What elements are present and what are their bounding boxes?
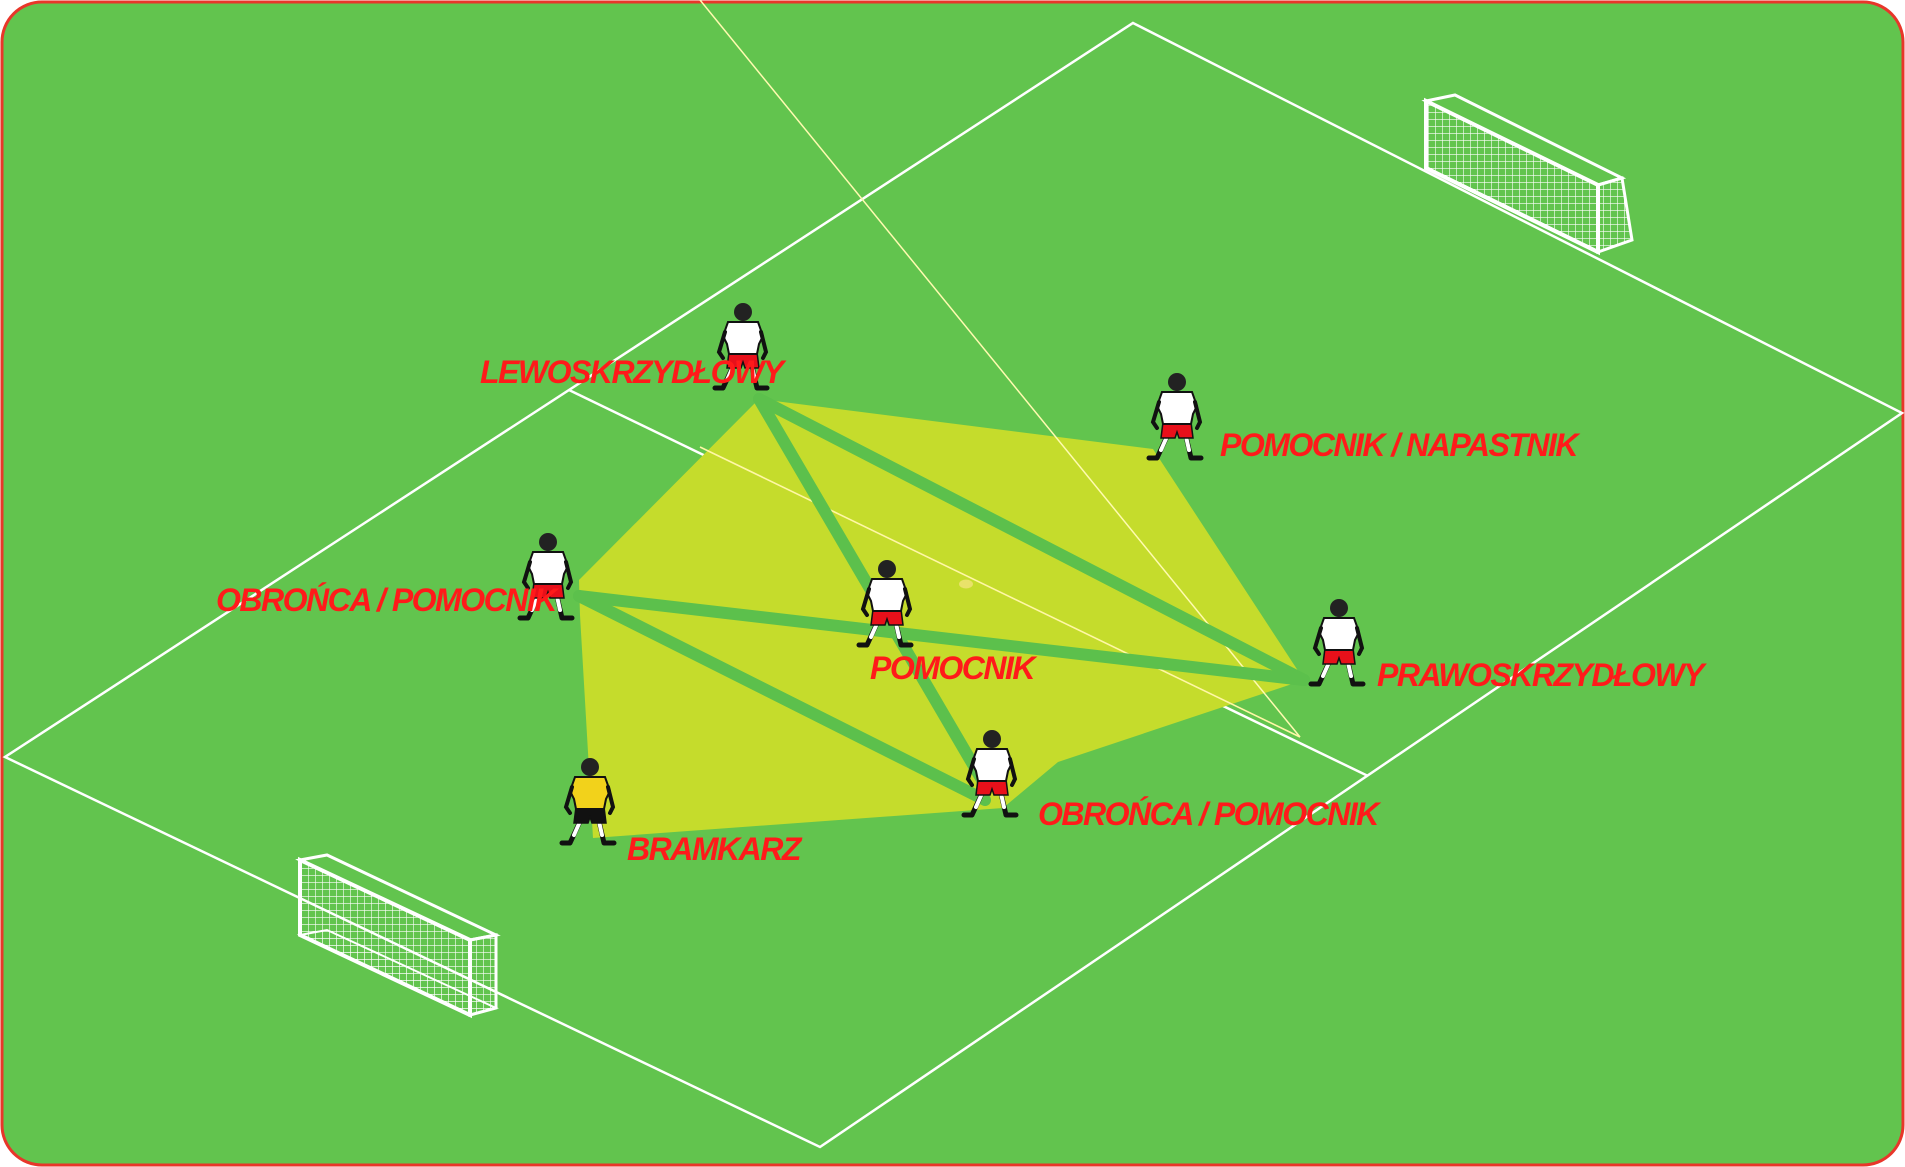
- pitch-outline: [2, 21, 1905, 1149]
- player-icon: [1308, 599, 1366, 687]
- goal-icon: [1421, 93, 1634, 256]
- label-obronca-pomocnik-right: OBROŃCA / POMOCNIK: [1038, 796, 1382, 832]
- player-icon: [961, 730, 1019, 818]
- lane-ldm-rw: [573, 590, 1310, 686]
- lane-ldm-rdm: [573, 590, 991, 806]
- player-icon: [712, 303, 770, 391]
- label-bramkarz: BRAMKARZ: [627, 831, 803, 867]
- halfway-line-overlay: [699, 0, 1301, 738]
- lane-lw-rw: [753, 393, 1310, 686]
- label-prawoskrzydlowy: PRAWOSKRZYDŁOWY: [1377, 657, 1707, 693]
- player-icon: [1146, 373, 1204, 461]
- label-pomocnik-napastnik: POMOCNIK / NAPASTNIK: [1220, 427, 1581, 463]
- halfway-line-highlight: [699, 446, 1301, 738]
- player-icon: [559, 758, 617, 846]
- passing-zone: [579, 399, 1304, 838]
- label-lewoskrzydlowy: LEWOSKRZYDŁOWY: [480, 354, 787, 390]
- player-icon: [856, 560, 914, 648]
- player-icon: [517, 533, 575, 621]
- goal-icon: [295, 853, 501, 1019]
- ball-icon: [959, 579, 973, 589]
- label-pomocnik: POMOCNIK: [870, 650, 1038, 686]
- label-obronca-pomocnik-left: OBROŃCA / POMOCNIK: [216, 582, 560, 618]
- players: [517, 303, 1366, 846]
- player-labels: LEWOSKRZYDŁOWY POMOCNIK / NAPASTNIK OBRO…: [216, 354, 1709, 867]
